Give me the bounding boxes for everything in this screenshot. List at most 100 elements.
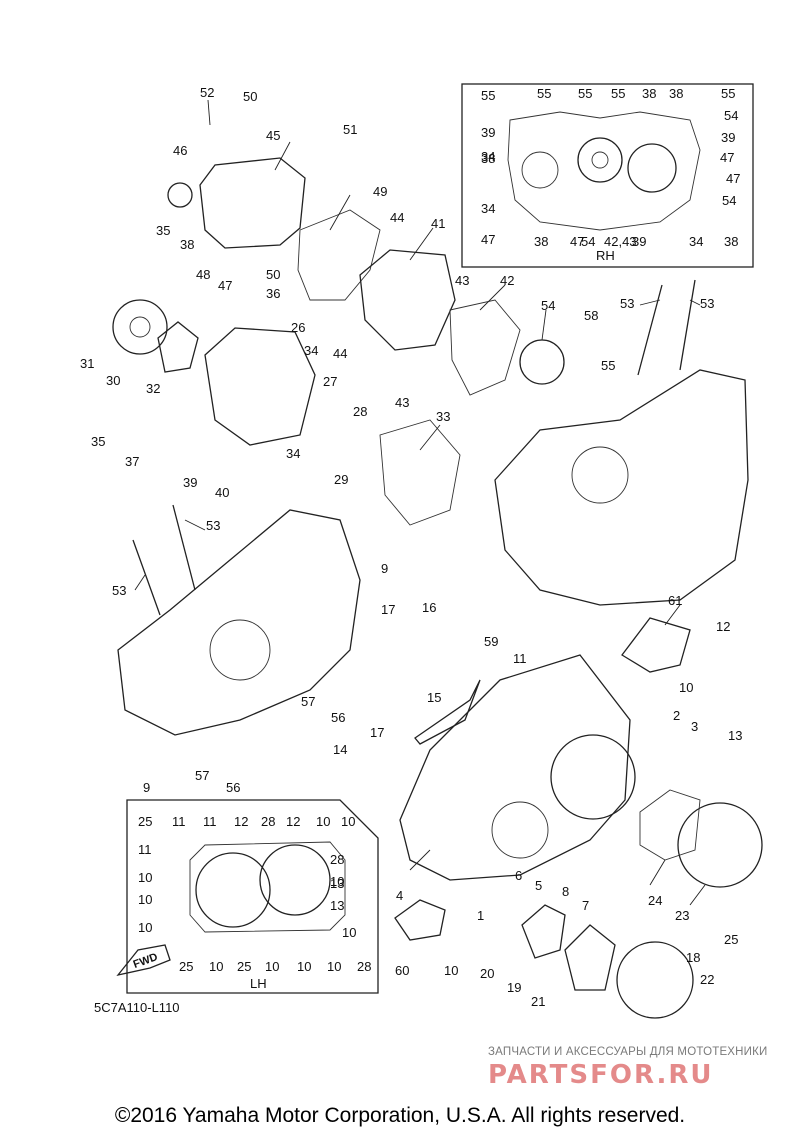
callout-number: 50: [243, 89, 257, 104]
callout-number: 23: [675, 908, 689, 923]
callout-number: 59: [484, 634, 498, 649]
callout-number: 47: [218, 278, 232, 293]
case-26: [204, 327, 316, 446]
part-19: [521, 904, 566, 959]
callout-number: 24: [648, 893, 662, 908]
callout-number: 17: [381, 602, 395, 617]
callout-number: 10: [341, 814, 355, 829]
callout-number: 41: [431, 216, 445, 231]
leader-line: [329, 194, 351, 231]
callout-number: 34: [286, 446, 300, 461]
callout-number: 6: [515, 868, 522, 883]
callout-number: 28: [261, 814, 275, 829]
callout-number: 26: [291, 320, 305, 335]
callout-number: 32: [146, 381, 160, 396]
callout-number: 10: [209, 959, 223, 974]
callout-number: 43: [395, 395, 409, 410]
callout-number: 47: [481, 232, 495, 247]
callout-number: 12: [716, 619, 730, 634]
callout-number: 35: [156, 223, 170, 238]
callout-number: 27: [323, 374, 337, 389]
gasket-33: [379, 419, 461, 526]
callout-number: 10: [444, 963, 458, 978]
rh-bore-2: [627, 143, 677, 193]
callout-number: 10: [330, 874, 344, 889]
gasket-42: [449, 299, 521, 396]
callout-number: 54: [581, 234, 595, 249]
leader-line: [409, 227, 434, 261]
callout-number: 60: [395, 963, 409, 978]
leader-line: [649, 859, 666, 886]
callout-number: 25: [179, 959, 193, 974]
stud-53-d: [132, 539, 161, 616]
bracket-60: [394, 899, 446, 941]
callout-number: 53: [700, 296, 714, 311]
callout-number: 55: [537, 86, 551, 101]
callout-number: 53: [112, 583, 126, 598]
callout-number: 2: [673, 708, 680, 723]
part-21: [564, 924, 616, 991]
callout-number: 47: [720, 150, 734, 165]
callout-number: 10: [327, 959, 341, 974]
callout-number: 30: [106, 373, 120, 388]
callout-number: 1: [477, 908, 484, 923]
callout-number: 39: [632, 234, 646, 249]
cover-45: [199, 157, 306, 249]
callout-number: 40: [215, 485, 229, 500]
callout-number: 38: [481, 151, 495, 166]
callout-number: 10: [342, 925, 356, 940]
crankcase-right: [494, 369, 749, 606]
callout-number: 9: [143, 780, 150, 795]
callout-number: 58: [584, 308, 598, 323]
callout-number: 52: [200, 85, 214, 100]
callout-number: 46: [173, 143, 187, 158]
leader-line: [274, 141, 291, 171]
callout-number: 54: [722, 193, 736, 208]
watermark-tagline: ЗАПЧАСТИ И АКСЕССУАРЫ ДЛЯ МОТОТЕХНИКИ: [488, 1046, 768, 1058]
part-outlines: [112, 157, 763, 1019]
callout-number: 8: [562, 884, 569, 899]
callout-number: 21: [531, 994, 545, 1009]
leader-line: [207, 99, 211, 126]
callout-number: 11: [138, 842, 152, 857]
callout-number: 38: [642, 86, 656, 101]
callout-number: 29: [334, 472, 348, 487]
callout-number: 11: [203, 814, 217, 829]
callout-number: 38: [669, 86, 683, 101]
rh-inset: [461, 83, 754, 268]
crankcase-right-bore: [571, 446, 629, 504]
callout-number: 11: [513, 651, 527, 666]
lh-cylinder-bore-1: [195, 852, 271, 928]
callout-number: 42,43: [604, 234, 637, 249]
disc-30: [112, 299, 168, 355]
callout-number: 54: [724, 108, 738, 123]
diagram-code: 5C7A110-L110: [94, 1000, 180, 1015]
plate-15: [414, 679, 481, 745]
callout-number: 55: [481, 88, 495, 103]
leader-line: [409, 849, 431, 871]
callout-number: 34: [689, 234, 703, 249]
part-18: [616, 941, 694, 1019]
leader-line: [689, 299, 701, 306]
callout-number: 55: [601, 358, 615, 373]
lh-gasket-face: [189, 841, 346, 933]
callout-number: 22: [700, 972, 714, 987]
callout-number: 39: [481, 125, 495, 140]
callout-number: 10: [316, 814, 330, 829]
callout-number: 18: [686, 950, 700, 965]
callout-number: 5: [535, 878, 542, 893]
callout-number: 25: [138, 814, 152, 829]
leader-line: [689, 884, 706, 906]
callout-number: 11: [172, 814, 186, 829]
callout-number: 13: [330, 898, 344, 913]
callout-number: 3: [691, 719, 698, 734]
callout-number: 16: [422, 600, 436, 615]
callout-number: 34: [481, 201, 495, 216]
callout-number: 14: [333, 742, 347, 757]
callout-number: 36: [266, 286, 280, 301]
callout-number: 9: [381, 561, 388, 576]
leader-line: [184, 519, 206, 531]
stud-53-b: [679, 279, 696, 371]
callout-number: 57: [301, 694, 315, 709]
callout-number: 44: [390, 210, 404, 225]
